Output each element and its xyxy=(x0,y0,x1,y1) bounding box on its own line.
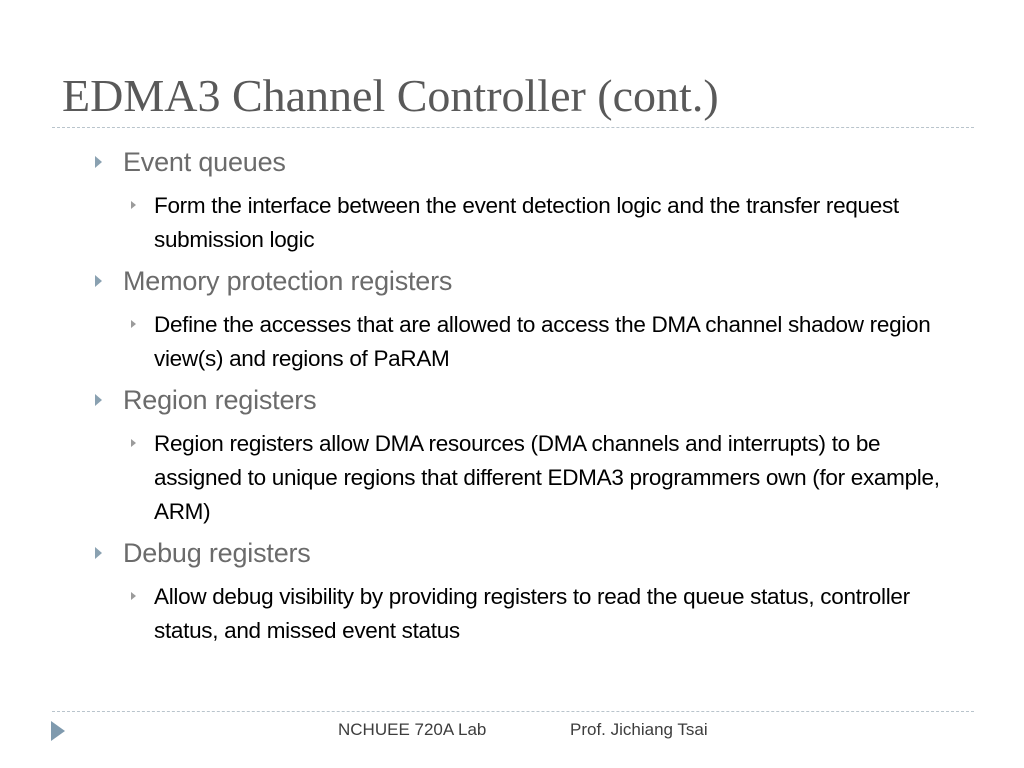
bullet-arrow-icon xyxy=(95,547,102,559)
sub-bullet-memory-protection-registers: Define the accesses that are allowed to … xyxy=(0,308,1024,376)
sub-bullet-text: Region registers allow DMA resources (DM… xyxy=(154,431,940,524)
slide-title: EDMA3 Channel Controller (cont.) xyxy=(62,70,719,121)
slide-nav-arrow-icon xyxy=(51,721,65,741)
sub-bullet-arrow-icon xyxy=(131,320,136,328)
sub-bullet-text: Define the accesses that are allowed to … xyxy=(154,312,931,371)
bullet-heading: Memory protection registers xyxy=(123,266,453,296)
title-divider xyxy=(52,127,974,128)
sub-bullet-debug-registers: Allow debug visibility by providing regi… xyxy=(0,580,1024,648)
bullet-memory-protection-registers: Memory protection registers xyxy=(0,262,1024,300)
sub-bullet-arrow-icon xyxy=(131,201,136,209)
sub-bullet-text: Allow debug visibility by providing regi… xyxy=(154,584,910,643)
bullet-heading: Debug registers xyxy=(123,538,311,568)
slide-content: Event queues Form the interface between … xyxy=(0,143,1024,653)
bullet-arrow-icon xyxy=(95,394,102,406)
bullet-heading: Event queues xyxy=(123,147,286,177)
footer-lab-name: NCHUEE 720A Lab xyxy=(338,720,487,739)
sub-bullet-text: Form the interface between the event det… xyxy=(154,193,899,252)
bullet-arrow-icon xyxy=(95,275,102,287)
footer-author: Prof. Jichiang Tsai xyxy=(570,720,708,739)
sub-bullet-event-queues: Form the interface between the event det… xyxy=(0,189,1024,257)
sub-bullet-arrow-icon xyxy=(131,439,136,447)
sub-bullet-region-registers: Region registers allow DMA resources (DM… xyxy=(0,427,1024,529)
sub-bullet-arrow-icon xyxy=(131,592,136,600)
bullet-arrow-icon xyxy=(95,156,102,168)
bullet-heading: Region registers xyxy=(123,385,317,415)
footer-divider xyxy=(52,711,974,712)
bullet-event-queues: Event queues xyxy=(0,143,1024,181)
bullet-region-registers: Region registers xyxy=(0,381,1024,419)
bullet-debug-registers: Debug registers xyxy=(0,534,1024,572)
